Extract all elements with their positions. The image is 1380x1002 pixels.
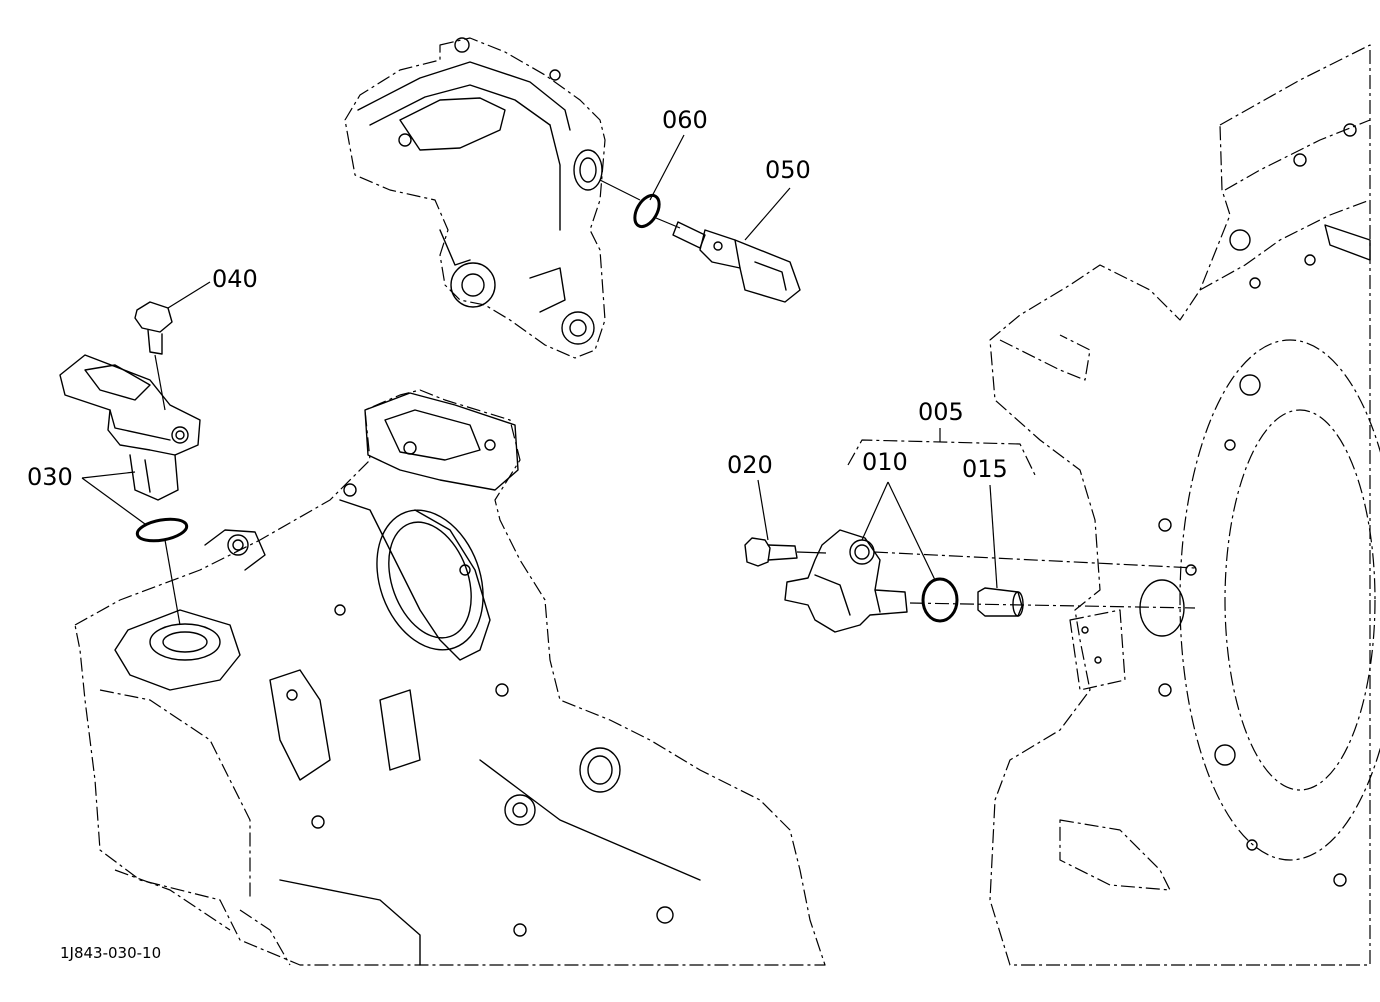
callout-005: 005 xyxy=(918,398,964,426)
gear-case xyxy=(74,389,826,966)
diagram-reference-code: 1J843-030-10 xyxy=(60,944,161,962)
callout-060: 060 xyxy=(662,106,708,134)
callout-040: 040 xyxy=(212,265,258,293)
callout-leaders xyxy=(81,134,1036,589)
callout-010: 010 xyxy=(862,448,908,476)
cam-sensor-assembly-005 xyxy=(744,529,1196,633)
callout-030: 030 xyxy=(27,463,73,491)
callout-labels: 060 050 040 030 005 020 010 015 xyxy=(27,106,1008,491)
callout-050: 050 xyxy=(765,156,811,184)
callout-020: 020 xyxy=(727,451,773,479)
temperature-sensor-050 xyxy=(599,179,801,303)
thermostat-housing xyxy=(344,37,606,359)
callout-015: 015 xyxy=(962,455,1008,483)
cylinder-block xyxy=(989,44,1380,966)
crank-position-sensor-030 xyxy=(59,301,201,626)
